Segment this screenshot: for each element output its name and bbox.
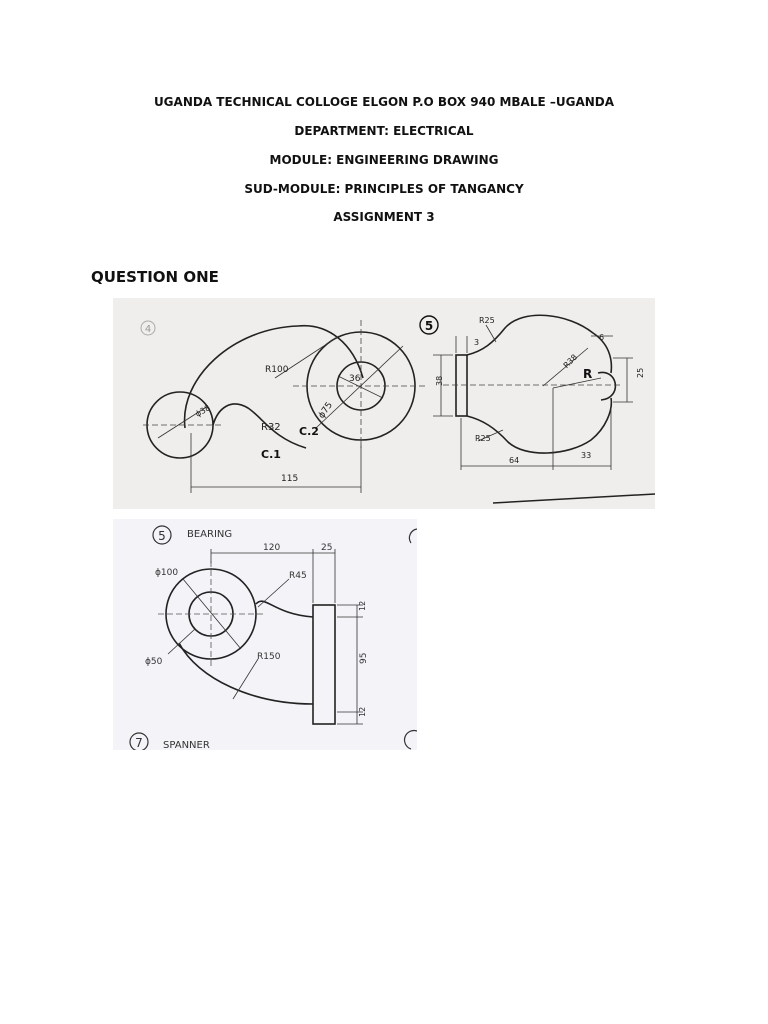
- label-dim3: 3: [474, 338, 479, 347]
- dia100-leader: [182, 578, 242, 650]
- figure-bearing-svg: 5 BEARING 120 25 ϕ100 R45 12 95 ϕ50 R150…: [129, 525, 417, 750]
- spanner-number: 7: [135, 736, 143, 750]
- label-r38: R38: [562, 353, 580, 371]
- bearing-r45-arc: [255, 600, 314, 618]
- bearing-title: BEARING: [187, 529, 232, 540]
- figure-bearing-drawing: 5 BEARING 120 25 ϕ100 R45 12 95 ϕ50 R150…: [113, 519, 417, 750]
- label-dim25: 25: [321, 543, 332, 553]
- label-dia75: ϕ75: [317, 401, 335, 421]
- label-r100: R100: [265, 365, 289, 375]
- label-dim33: 33: [581, 451, 591, 460]
- label-dim12-bottom: 12: [358, 707, 367, 717]
- header-assignment: ASSIGNMENT 3: [333, 210, 435, 224]
- header-institution: UGANDA TECHNICAL COLLOGE ELGON P.O BOX 9…: [153, 95, 615, 109]
- next-figure-circle-top: [408, 528, 417, 544]
- label-dim25: 25: [636, 368, 645, 378]
- dia36-leader: [337, 375, 384, 399]
- label-dia36: 36: [349, 374, 361, 384]
- figure-tangency-drawings: 4 R100 36 ϕ75 ϕ38 R32 C.1 C.2 115 5 R25 …: [113, 298, 655, 509]
- hook-inner-arc: [212, 403, 307, 449]
- hook-outer-arc: [183, 325, 299, 429]
- label-c2: C.2: [299, 425, 319, 438]
- figure4-number: 4: [145, 324, 151, 335]
- r-leader: [552, 377, 602, 389]
- figure-tangency-svg: 4 R100 36 ϕ75 ϕ38 R32 C.1 C.2 115 5 R25 …: [140, 314, 655, 504]
- dia38-leader: [157, 405, 209, 439]
- knob-flange: [455, 354, 468, 417]
- label-r45: R45: [289, 571, 307, 581]
- label-dia100: ϕ100: [155, 568, 178, 578]
- header-submodule: SUD-MODULE: PRINCIPLES OF TANGANCY: [244, 182, 524, 196]
- r38-leader: [542, 347, 589, 387]
- knob-lower-profile: [466, 397, 613, 454]
- bearing-number: 5: [158, 529, 166, 543]
- bearing-block: [312, 604, 336, 725]
- r150-leader: [232, 658, 259, 700]
- next-figure-circle-bottom: [403, 729, 417, 750]
- label-dim95: 95: [359, 653, 369, 664]
- header-module: MODULE: ENGINEERING DRAWING: [269, 153, 499, 167]
- label-r32: R32: [261, 422, 281, 433]
- bearing-outer-circle: [165, 568, 257, 660]
- page-edge-line: [492, 493, 655, 504]
- r25-top-leader: [485, 324, 497, 343]
- label-r25-bottom: R25: [475, 434, 491, 443]
- label-dim12-top: 12: [358, 601, 367, 611]
- spanner-number-circle: [129, 732, 149, 750]
- figure5-number-circle: [419, 315, 439, 335]
- hook-upper-arc: [297, 324, 364, 379]
- dia50-leader: [167, 628, 196, 655]
- spanner-title: SPANNER: [163, 740, 210, 750]
- question-title: QUESTION ONE: [91, 268, 219, 286]
- label-r150: R150: [257, 652, 281, 662]
- label-r: R: [583, 367, 592, 381]
- knob-upper-profile: [466, 314, 613, 374]
- label-dim64: 64: [509, 456, 519, 465]
- header-department: DEPARTMENT: ELECTRICAL: [294, 124, 474, 138]
- r25-bottom-leader: [477, 429, 504, 442]
- label-r25-top: R25: [479, 316, 495, 325]
- bearing-number-circle: [152, 525, 172, 545]
- label-dim120: 120: [263, 543, 280, 553]
- label-dim6: 6: [599, 333, 604, 342]
- label-dim38: 38: [435, 376, 444, 386]
- r100-leader: [274, 335, 340, 379]
- label-dia50: ϕ50: [145, 657, 163, 667]
- bearing-r150-arc: [178, 642, 314, 705]
- figure4-number-circle: [140, 320, 156, 336]
- label-dim115: 115: [281, 474, 298, 484]
- figure5-number: 5: [425, 319, 433, 333]
- label-c1: C.1: [261, 448, 281, 461]
- dia75-leader: [315, 345, 404, 429]
- label-dia38: ϕ38: [194, 403, 212, 419]
- r45-leader: [257, 578, 290, 608]
- knob-end-arc: [597, 371, 617, 401]
